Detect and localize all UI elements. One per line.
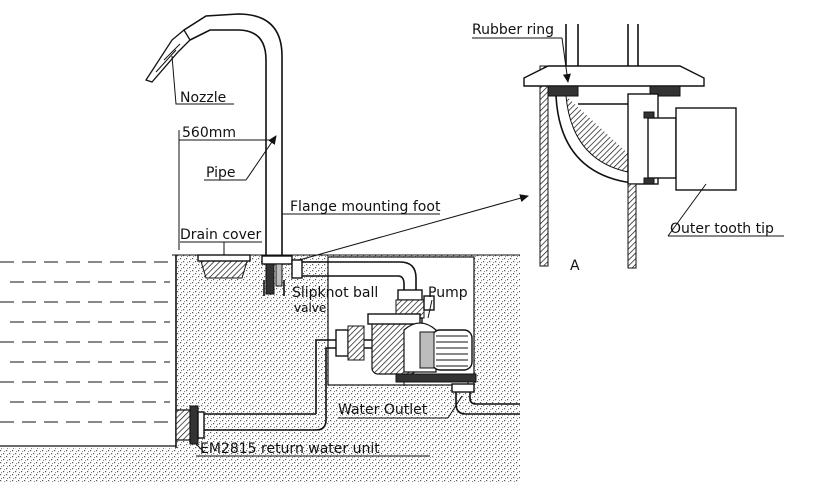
label-return-unit: EM2815 return water unit (200, 441, 380, 457)
label-rubber-ring: Rubber ring (472, 22, 554, 38)
label-pipe: Pipe (206, 165, 236, 181)
water-outlet (451, 383, 520, 415)
label-valve: valve (294, 301, 326, 315)
drain-cover (180, 241, 262, 279)
label-outer-tooth-tip: Outer tooth tip (670, 221, 774, 237)
pipe-leader (204, 135, 277, 181)
outer-tooth-tip-leader (667, 183, 784, 237)
label-nozzle: Nozzle (180, 90, 226, 106)
return-water-unit (175, 405, 205, 453)
label-flange: Flange mounting foot (290, 199, 441, 215)
vertical-pipe (183, 13, 283, 260)
pump-leader (427, 299, 433, 319)
nozzle-icon (144, 29, 191, 83)
label-drain-cover: Drain cover (180, 227, 261, 243)
dimension-560mm (178, 130, 274, 250)
rubber-ring-leader (472, 37, 571, 83)
suction-piping (291, 259, 417, 292)
pump-icon (367, 313, 477, 386)
label-dimension: 560mm (182, 125, 236, 141)
nozzle-leader (171, 55, 234, 105)
detail-a (523, 24, 737, 269)
water-outlet-leader (338, 395, 463, 419)
flange-mounting-foot (261, 213, 440, 296)
detail-arrow (291, 194, 529, 263)
label-pump: Pump (428, 285, 468, 301)
label-water-outlet: Water Outlet (338, 402, 428, 418)
label-detail-a: A (570, 258, 580, 274)
pool-water (0, 258, 176, 448)
label-slipknot: Slipknot ball (292, 285, 378, 301)
return-piping (200, 325, 372, 431)
